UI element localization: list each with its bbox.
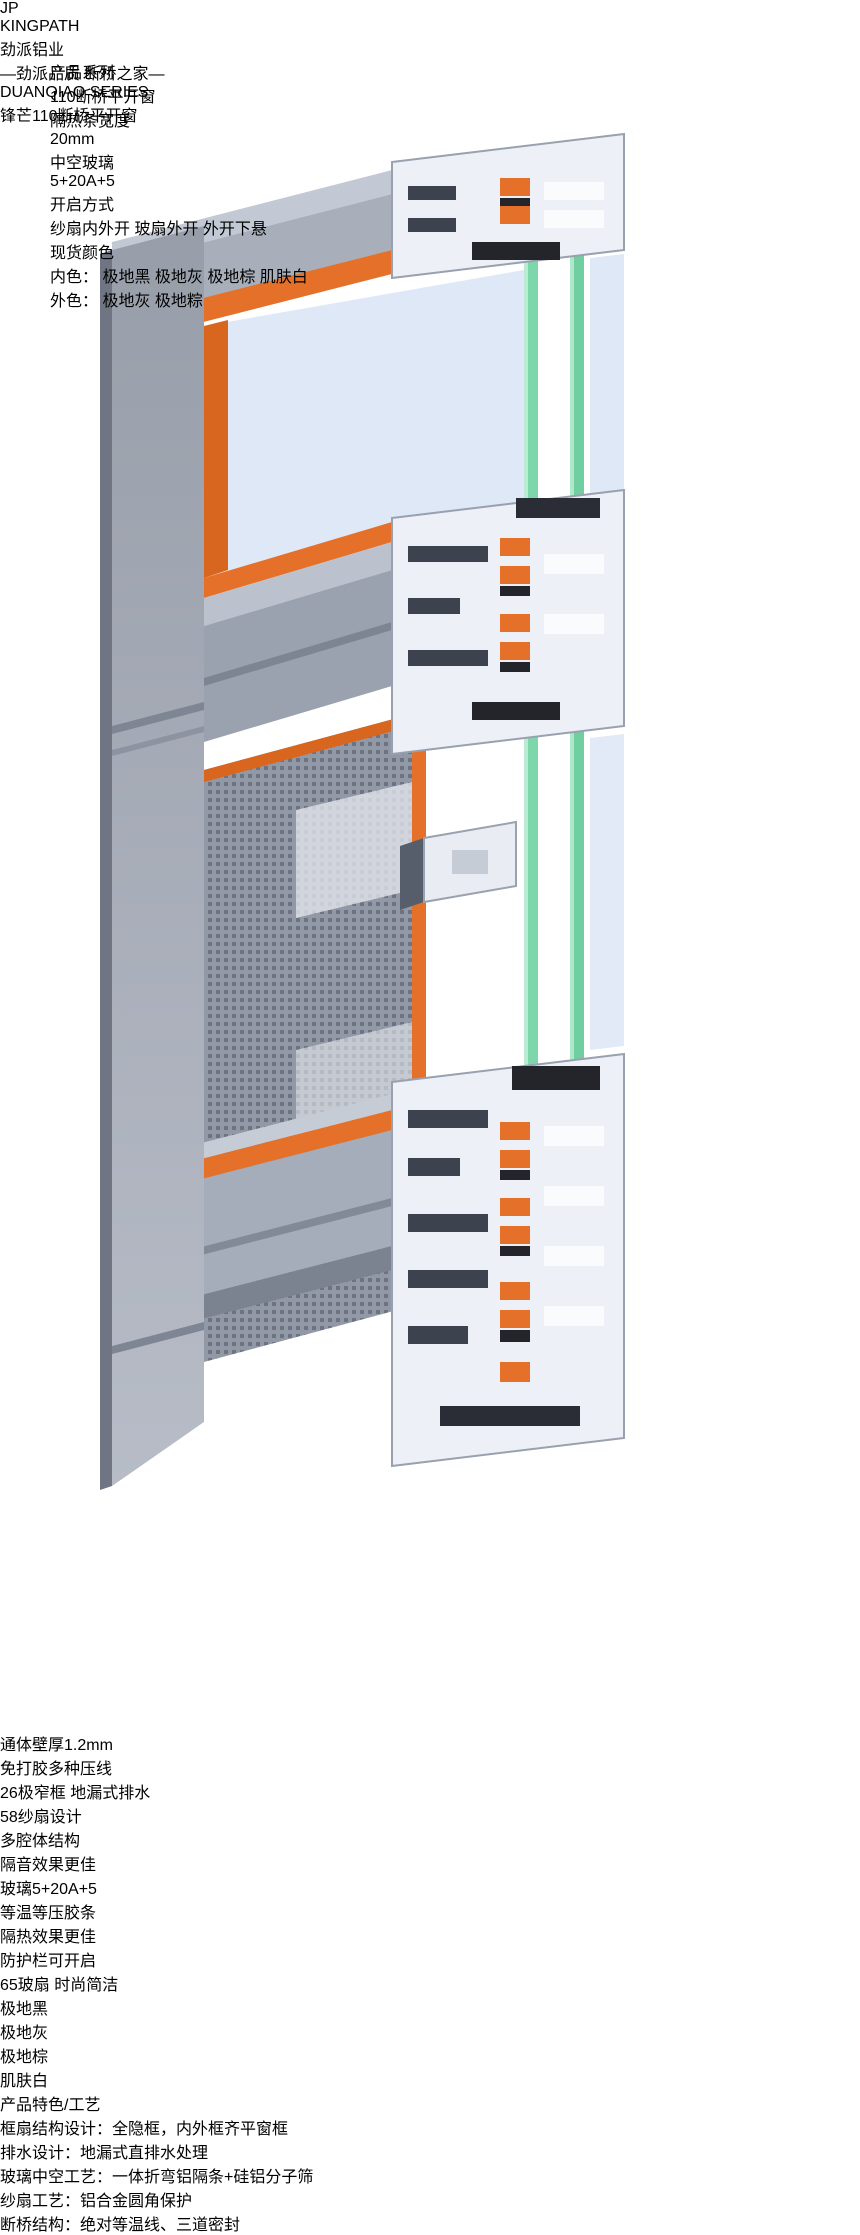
spec-label: 开启方式 — [50, 197, 115, 214]
brand-tagline: —劲派品质 断桥之家— — [0, 66, 165, 83]
spec-value-outer-color: 外色： 极地灰 极地粽 — [50, 293, 203, 310]
callout-gasket: 等温等压胶条 隔热效果更佳 — [0, 1905, 97, 1946]
features-heading: 产品特色/工艺 — [0, 2097, 101, 2114]
callout-screen-design: 58纱扇设计 — [0, 1809, 82, 1826]
feature-item: 框扇结构设计：全隐框，内外框齐平窗框 — [0, 2121, 289, 2138]
color-swatches: 极地黑 极地灰 极地棕 肌肤白 — [0, 1995, 860, 2091]
spec-table: 产品系列 110断桥平开窗 隔热条宽度 20mm 中空玻璃 5+20A+5 开启… — [50, 59, 308, 310]
callout-multi-chamber: 多腔体结构 隔音效果更佳 — [0, 1833, 97, 1874]
spec-value: 110断桥平开窗 — [50, 89, 156, 106]
spec-value-inner-color: 内色： 极地黑 极地灰 极地棕 肌肤白 — [50, 269, 308, 286]
swatch-label: 极地黑 — [0, 2001, 49, 2018]
window-profile-reflection — [99, 1521, 625, 2235]
brand-logo-mark: JP KINGPATH — [0, 0, 860, 36]
window-profile-3d-render — [99, 133, 625, 2235]
features-block: 产品特色/工艺 框扇结构设计：全隐框，内外框齐平窗框 排水设计：地漏式直排水处理… — [0, 2091, 860, 2235]
spec-value: 纱扇内外开 玻扇外开 外开下悬 — [50, 221, 267, 238]
brand-name: 劲派铝业 — [0, 42, 65, 59]
spec-row-glass: 中空玻璃 5+20A+5 — [50, 149, 308, 191]
swatch-skin-white: 肌肤白 — [0, 2067, 860, 2091]
swatch-label: 极地灰 — [0, 2025, 49, 2042]
feature-item: 断桥结构：绝对等温线、三道密封 — [0, 2217, 241, 2234]
spec-row-colors: 现货颜色 内色： 极地黑 极地灰 极地棕 肌肤白 外色： 极地灰 极地粽 — [50, 239, 308, 310]
spec-label: 现货颜色 — [50, 245, 115, 262]
spec-value: 5+20A+5 — [50, 173, 115, 190]
spec-label: 产品系列 — [50, 65, 115, 82]
swatch-polar-black: 极地黑 — [0, 1995, 860, 2019]
spec-label: 中空玻璃 — [50, 155, 115, 172]
brand-monogram: JP — [0, 0, 19, 17]
callout-pressline: 免打胶多种压线 — [0, 1761, 113, 1778]
product-title: 锋芒110断桥平开窗 — [0, 108, 138, 125]
callout-glass-spec: 玻璃5+20A+5 — [0, 1881, 97, 1898]
swatch-polar-gray: 极地灰 — [0, 2019, 860, 2043]
swatch-polar-brown: 极地棕 — [0, 2043, 860, 2067]
callout-wall-thickness: 通体壁厚1.2mm — [0, 1737, 113, 1754]
window-profile-model — [99, 133, 625, 1491]
feature-item: 玻璃中空工艺：一体折弯铝隔条+硅铝分子筛 — [0, 2169, 314, 2186]
brand-logo: JP KINGPATH 劲派铝业 —劲派品质 断桥之家— — [0, 0, 860, 84]
spec-value: 20mm — [50, 131, 95, 148]
spec-row-opening: 开启方式 纱扇内外开 玻扇外开 外开下悬 — [50, 191, 308, 239]
feature-item: 纱扇工艺：铝合金圆角保护 — [0, 2193, 193, 2210]
callout-narrow-frame-drain: 26极窄框 地漏式排水 — [0, 1785, 151, 1802]
swatch-label: 肌肤白 — [0, 2073, 49, 2090]
feature-item: 排水设计：地漏式直排水处理 — [0, 2145, 209, 2162]
swatch-label: 极地棕 — [0, 2049, 49, 2066]
spec-value-group: 内色： 极地黑 极地灰 极地棕 肌肤白 外色： 极地灰 极地粽 — [50, 263, 308, 311]
series-title: DUANQIAO SERIES — [0, 84, 149, 101]
brand-monogram-box: JP — [0, 0, 860, 18]
brand-kingpath-label: KINGPATH — [0, 18, 80, 35]
spec-row-series: 产品系列 110断桥平开窗 — [50, 59, 308, 107]
callout-glass-sash: 65玻扇 时尚简洁 — [0, 1977, 119, 1994]
spec-label: 隔热条宽度 — [50, 113, 131, 130]
callout-guard-rail: 防护栏可开启 — [0, 1953, 97, 1970]
spec-row-thermal-strip: 隔热条宽度 20mm — [50, 107, 308, 149]
